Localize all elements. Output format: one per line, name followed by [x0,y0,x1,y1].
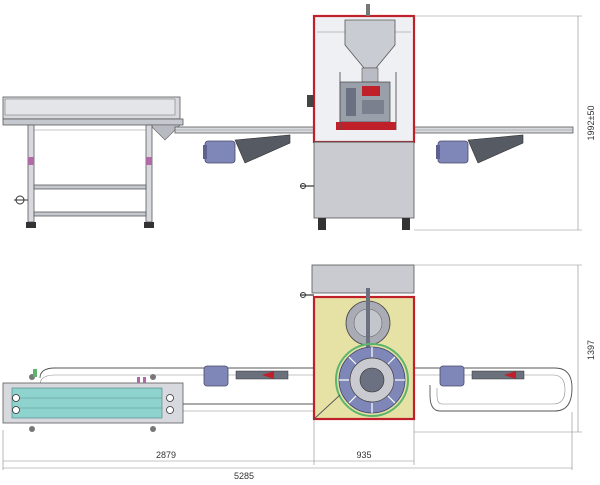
top-depth-label: 1397 [586,340,596,360]
top-right-motor [439,365,525,387]
top-table-teal-surface [11,387,163,419]
front-height-label: 1992±50 [586,106,596,141]
front-height-dimension: 1992±50 [414,15,596,231]
front-right-leg-marker [146,157,152,165]
conveyor-length-label: 2879 [156,450,176,460]
front-elevation-view: 1992±50 [2,4,596,231]
top-depth-dimension: 1397 [414,264,596,433]
front-left-leg-marker [28,157,34,165]
top-conveyor-loop [39,367,573,412]
horizontal-dimensions: 2879 935 5285 [2,412,573,481]
top-plan-view: 1397 2879 935 5285 [2,264,596,481]
front-left-motor [203,134,291,164]
total-length-label: 5285 [234,471,254,481]
machine-width-label: 935 [356,450,371,460]
top-left-table [2,369,184,432]
front-right-motor [436,134,524,164]
front-main-machine [300,4,416,230]
top-main-machine [300,264,416,421]
top-left-motor [203,365,289,387]
front-left-table [2,96,184,228]
